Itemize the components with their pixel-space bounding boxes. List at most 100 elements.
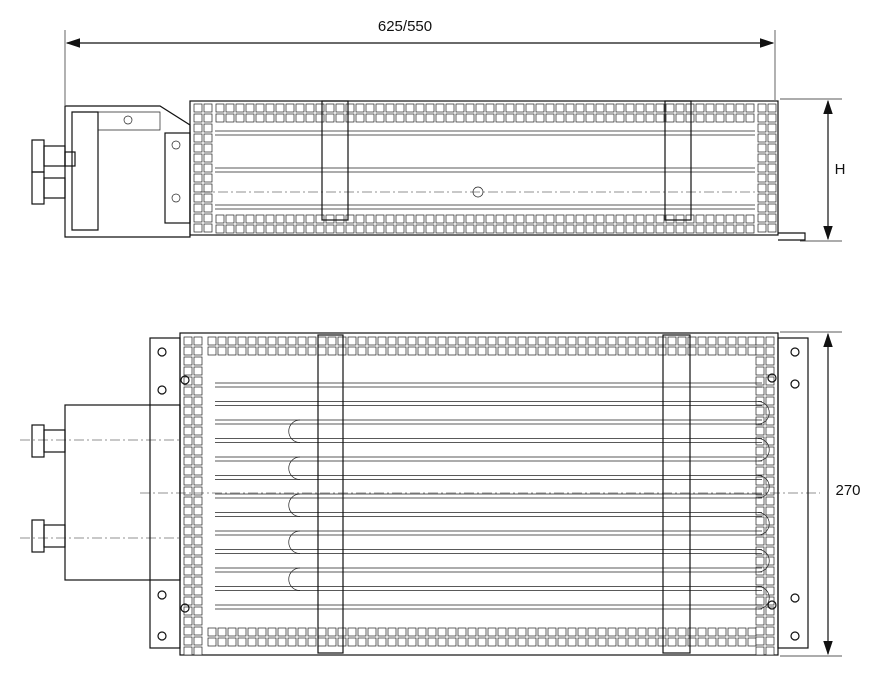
length-dimension: 625/550 (64, 18, 776, 105)
mesh-cell (765, 446, 775, 456)
mesh-cell (457, 637, 467, 647)
u-bend-right (757, 475, 770, 499)
mesh-cell (425, 113, 435, 123)
mesh-cell (193, 536, 203, 546)
mesh-cell (325, 113, 335, 123)
mesh-cell (745, 214, 755, 224)
mesh-cell (587, 346, 597, 356)
mesh-cell (637, 637, 647, 647)
mesh-cell (755, 606, 765, 616)
mesh-cell (637, 627, 647, 637)
mesh-cell (183, 416, 193, 426)
mesh-cell (193, 173, 203, 183)
mesh-cell (467, 627, 477, 637)
mesh-cell (193, 426, 203, 436)
mesh-cell (755, 406, 765, 416)
mesh-cell (193, 576, 203, 586)
mesh-cell (765, 616, 775, 626)
mesh-cell (267, 637, 277, 647)
mesh-cell (357, 336, 367, 346)
mesh-cell (755, 626, 765, 636)
width-label: 270 (835, 482, 860, 499)
mesh-cell (193, 406, 203, 416)
mesh-cell (497, 627, 507, 637)
mesh-cell (377, 346, 387, 356)
cable-gland-plan (31, 424, 66, 553)
mesh-cell (335, 113, 345, 123)
mesh-cell (577, 346, 587, 356)
mesh-cell (255, 214, 265, 224)
mesh-cell (445, 103, 455, 113)
mesh-cell (605, 113, 615, 123)
mesh-cell (755, 426, 765, 436)
mesh-cell (297, 627, 307, 637)
mesh-cell (637, 336, 647, 346)
mesh-cell (183, 336, 193, 346)
mesh-cell (657, 336, 667, 346)
mesh-cell (193, 386, 203, 396)
mesh-cell (203, 103, 213, 113)
mesh-cell (475, 224, 485, 234)
mesh-cell (467, 346, 477, 356)
mesh-cell (405, 214, 415, 224)
mesh-cell (295, 103, 305, 113)
mesh-cell (625, 214, 635, 224)
mesh-cell (183, 486, 193, 496)
mesh-cell (405, 103, 415, 113)
mesh-cell (765, 336, 775, 346)
mesh-cell (755, 496, 765, 506)
mesh-cell (547, 336, 557, 346)
mesh-cell (277, 627, 287, 637)
mesh-cell (717, 627, 727, 637)
mesh-cell (765, 626, 775, 636)
mesh-cell (395, 103, 405, 113)
u-bend-right (757, 549, 770, 573)
mesh-cell (507, 627, 517, 637)
mesh-cell (765, 546, 775, 556)
mesh-cell (737, 336, 747, 346)
mesh-cell (255, 224, 265, 234)
mesh-cell (325, 214, 335, 224)
mesh-cell (757, 203, 767, 213)
mesh-cell (193, 356, 203, 366)
mesh-cell (227, 346, 237, 356)
mesh-cell (277, 346, 287, 356)
mesh-cell (395, 224, 405, 234)
mesh-cell (215, 113, 225, 123)
mesh-cell (183, 386, 193, 396)
mesh-cell (585, 214, 595, 224)
mesh-cell (595, 113, 605, 123)
u-bend-right (757, 512, 770, 536)
mesh-cell (355, 103, 365, 113)
mesh-cell (387, 637, 397, 647)
mesh-cell (237, 336, 247, 346)
mesh-cell (377, 637, 387, 647)
mesh-cell (635, 103, 645, 113)
mesh-cell (655, 214, 665, 224)
mesh-cell (235, 224, 245, 234)
mesh-cell (407, 627, 417, 637)
mesh-cell (437, 346, 447, 356)
mesh-cell (255, 113, 265, 123)
mesh-cell (183, 646, 193, 656)
mesh-cell (657, 627, 667, 637)
mesh-cell (297, 346, 307, 356)
mesh-cell (337, 627, 347, 637)
mesh-cell (337, 346, 347, 356)
mesh-cell (745, 103, 755, 113)
mesh-cell (183, 556, 193, 566)
mesh-cell (485, 103, 495, 113)
mesh-cell (745, 224, 755, 234)
mesh-cell (695, 224, 705, 234)
mesh-cell (193, 223, 203, 233)
mesh-cell (755, 616, 765, 626)
mesh-cell (307, 637, 317, 647)
mesh-cell (427, 336, 437, 346)
mesh-cell (365, 113, 375, 123)
mesh-cell (765, 346, 775, 356)
mounting-hole (767, 373, 777, 383)
mesh-cell (295, 113, 305, 123)
mesh-cell (697, 346, 707, 356)
mesh-cell (675, 224, 685, 234)
mesh-cell (447, 627, 457, 637)
